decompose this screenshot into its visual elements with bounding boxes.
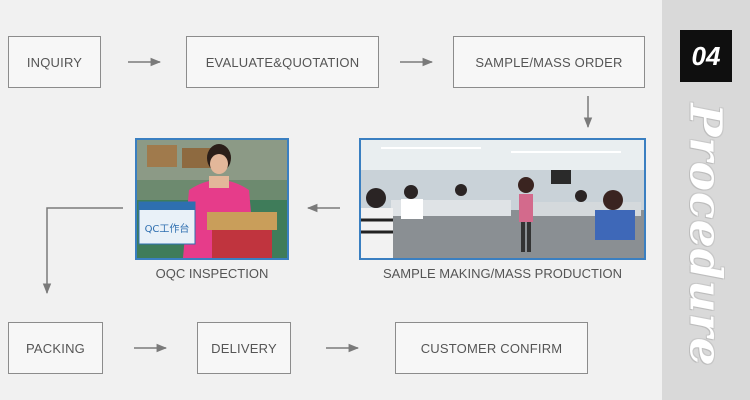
arrow-icon	[42, 207, 123, 295]
step-customer-confirm: CUSTOMER CONFIRM	[395, 322, 588, 374]
oqc-inspection-photo: QC工作台	[135, 138, 289, 260]
oqc-photo-illustration: QC工作台	[137, 140, 287, 258]
step-number-badge: 04	[680, 30, 732, 82]
qc-sign-text: QC工作台	[145, 222, 190, 235]
step-confirm-label: CUSTOMER CONFIRM	[420, 340, 563, 356]
step-sample-mass-order: SAMPLE/MASS ORDER	[453, 36, 645, 88]
step-inquiry-label: INQUIRY	[26, 54, 83, 70]
procedure-heading: Procedure	[679, 103, 731, 367]
step-inquiry: INQUIRY	[8, 36, 101, 88]
step-evaluate-quotation: EVALUATE&QUOTATION	[186, 36, 379, 88]
step-delivery: DELIVERY	[197, 322, 291, 374]
step-packing: PACKING	[8, 322, 103, 374]
step-packing-label: PACKING	[26, 340, 85, 356]
sample-making-photo	[359, 138, 646, 260]
step-sample-order-label: SAMPLE/MASS ORDER	[475, 54, 623, 70]
factory-photo-illustration	[361, 140, 644, 258]
step-delivery-label: DELIVERY	[211, 340, 277, 356]
step-sample-making-label: SAMPLE MAKING/MASS PRODUCTION	[382, 266, 623, 281]
flow-arrows	[42, 57, 593, 353]
step-evaluate-label: EVALUATE&QUOTATION	[205, 54, 360, 70]
step-oqc-inspection-label: OQC INSPECTION	[155, 266, 269, 281]
